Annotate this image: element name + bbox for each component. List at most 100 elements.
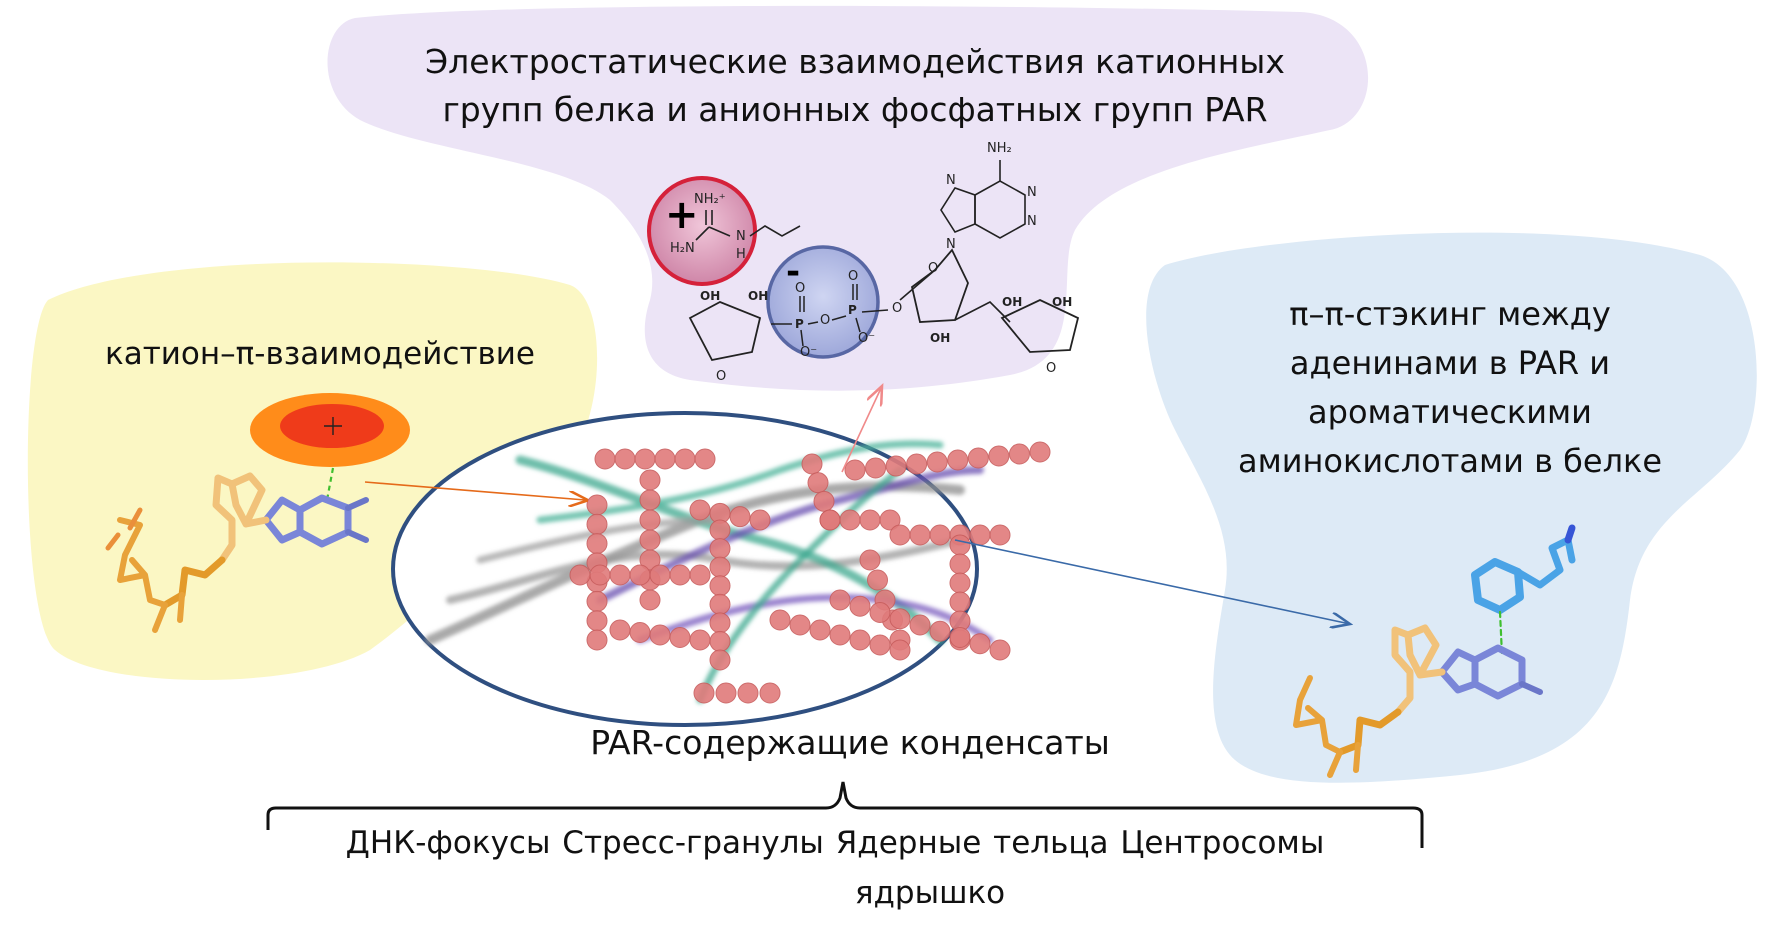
par-bead (807, 472, 829, 494)
par-bead (689, 564, 711, 586)
par-bead (629, 622, 651, 643)
par-bead (869, 602, 891, 623)
par-bead (947, 449, 969, 471)
electrostatic-label: Электростатические взаимодействия катион… (330, 38, 1380, 134)
par-bead (859, 509, 881, 531)
pi-stacking-label: π–π-стэкинг между аденинами в PAR и аром… (1190, 290, 1710, 486)
par-bead (989, 524, 1011, 546)
par-bead (949, 572, 971, 594)
par-bead (867, 569, 888, 591)
svg-text:OH: OH (748, 289, 768, 303)
par-bead (889, 639, 911, 661)
pi-stacking-line-2: аденинами в PAR и (1289, 344, 1611, 382)
par-bead (819, 509, 841, 531)
par-bead (669, 564, 691, 586)
svg-text:H: H (736, 247, 746, 262)
par-bead (709, 649, 731, 671)
arginine-cation-structure: + NH₂⁺ H₂N N H (647, 176, 801, 286)
par-bead (839, 509, 861, 531)
par-bead (769, 609, 791, 631)
par-bead (949, 591, 971, 613)
par-bead (639, 509, 661, 531)
par-bead (649, 564, 671, 586)
par-bead (629, 564, 651, 586)
par-bead (809, 619, 831, 641)
par-bead (949, 627, 971, 648)
par-bead (669, 627, 691, 648)
svg-text:O: O (1046, 361, 1056, 376)
pi-stacking-line-3: ароматическими (1308, 393, 1592, 431)
adenosine-molecule-left (105, 472, 369, 633)
par-bead (879, 509, 901, 531)
par-bead (949, 553, 971, 575)
par-bead (715, 682, 737, 704)
par-bead (885, 455, 907, 477)
par-bead (709, 538, 731, 560)
positive-charge-icon: + (665, 192, 699, 238)
par-bead (654, 448, 676, 470)
par-bead (829, 624, 851, 646)
par-bead (813, 490, 835, 512)
svg-text:N: N (1027, 214, 1037, 229)
par-bead (614, 448, 636, 470)
par-bead (829, 589, 851, 611)
par-bead (926, 451, 948, 473)
cation-ellipse-icon (250, 393, 410, 501)
par-bead (586, 610, 608, 632)
par-bead (849, 629, 871, 651)
par-bead (929, 620, 951, 642)
par-bead (586, 629, 608, 651)
svg-text:O: O (848, 269, 858, 284)
svg-text:O: O (820, 313, 830, 328)
svg-text:P: P (795, 317, 804, 331)
brace (266, 781, 1424, 848)
par-bead (639, 529, 661, 551)
svg-text:OH: OH (930, 331, 950, 345)
pi-stacking-line-4: аминокислотами в белке (1237, 442, 1663, 480)
par-bead (789, 614, 811, 636)
arrow-to-pi-stacking (954, 539, 1350, 624)
par-bead (674, 448, 696, 470)
par-bead (859, 549, 881, 571)
condensates-label: PAR-содержащие конденсаты (590, 723, 1110, 762)
par-bead (609, 619, 631, 641)
negative-charge-icon: - (786, 252, 800, 292)
svg-text:OH: OH (700, 289, 720, 303)
svg-text:O: O (795, 281, 805, 296)
par-bead (709, 593, 731, 615)
par-bead (709, 630, 731, 652)
svg-text:O: O (892, 301, 902, 316)
par-bead (889, 524, 911, 546)
par-bead (929, 524, 951, 546)
par-bead (586, 590, 608, 612)
condensate-examples: ДНК-фокусы Стресс-гранулы Ядерные тельца… (345, 825, 1325, 861)
svg-text:N: N (946, 173, 956, 188)
pi-stacking-line-1: π–π-стэкинг между (1289, 295, 1611, 333)
par-bead (649, 624, 671, 646)
condensate-examples-line-2: ядрышко (854, 875, 1006, 911)
par-bead (569, 564, 591, 586)
electrostatic-line-1: Электростатические взаимодействия катион… (425, 42, 1285, 81)
par-bead (693, 682, 715, 704)
par-bead (844, 459, 866, 481)
electrostatic-bubble (327, 5, 1369, 391)
par-bead (759, 682, 781, 704)
par-bead (729, 506, 751, 528)
par-bead (689, 629, 711, 651)
svg-text:P: P (848, 303, 857, 317)
par-bead (737, 682, 759, 704)
svg-text:O: O (716, 369, 726, 384)
par-bead (639, 469, 661, 491)
svg-text:O⁻: O⁻ (800, 345, 817, 360)
par-bead (969, 633, 991, 655)
par-bead (609, 564, 631, 586)
par-bead (906, 453, 928, 475)
par-bead (689, 499, 711, 521)
par-bead (709, 556, 731, 578)
par-chains (569, 441, 1051, 704)
par-bead (634, 448, 656, 470)
par-bead (639, 489, 661, 511)
par-bead (586, 513, 608, 535)
par-bead (889, 608, 911, 630)
